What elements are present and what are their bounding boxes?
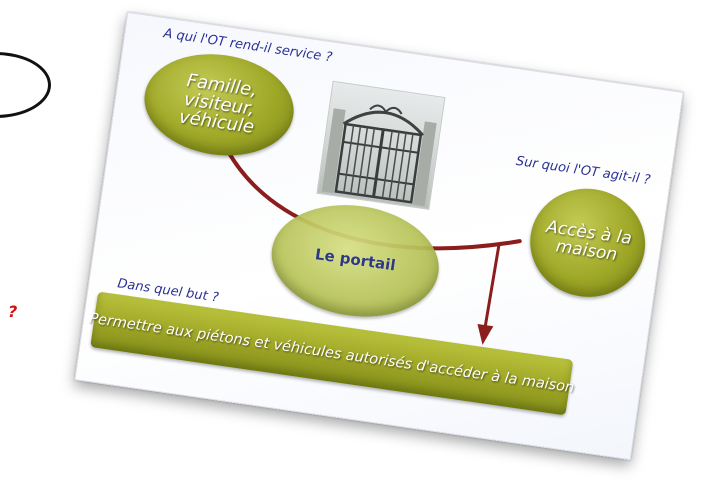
gate-rail-top — [342, 140, 419, 154]
users-label: Famille, visiteur, véhicule — [177, 69, 259, 139]
gate-illustration — [321, 104, 437, 207]
gate-scroll — [369, 104, 403, 115]
left-slide-circle-fragment — [0, 52, 51, 118]
arrow-shaft — [483, 243, 501, 330]
gate-pillar-right — [412, 121, 437, 207]
target-label: Accès à la maison — [545, 217, 634, 266]
gate-center — [372, 129, 385, 198]
object-label: Le portail — [313, 245, 397, 275]
arrow-head — [477, 323, 494, 345]
gate-photo — [316, 80, 446, 210]
left-slide-question-mark: ? — [8, 302, 18, 321]
gate-pillar-left — [321, 108, 346, 194]
bete-a-cornes-slide: A qui l'OT rend-il service ? Sur quoi l'… — [74, 11, 684, 461]
gate-rail-bottom — [338, 172, 414, 186]
gate-bars — [343, 125, 414, 202]
